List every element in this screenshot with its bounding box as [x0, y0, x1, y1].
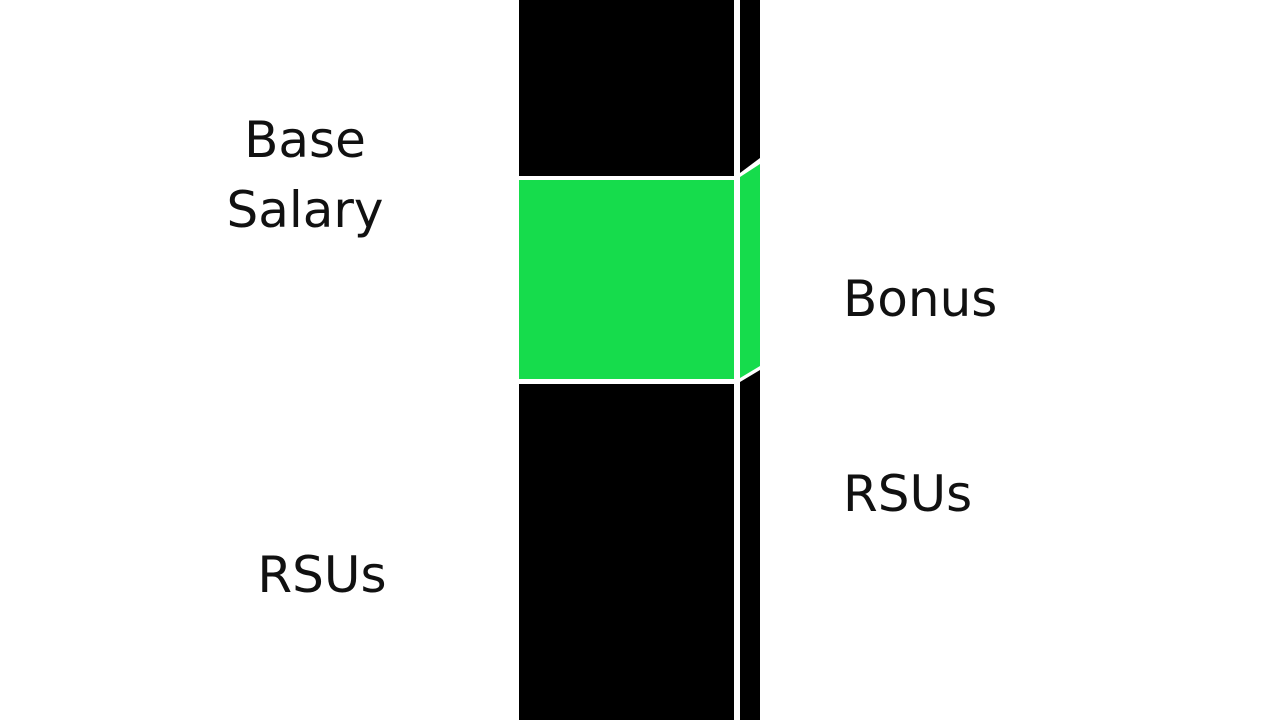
label-base-salary-line1: Base: [244, 111, 366, 169]
label-rsus-right: RSUs: [843, 465, 973, 523]
label-bonus: Bonus: [843, 270, 998, 328]
label-base-salary: Base Salary: [205, 105, 405, 245]
label-base-salary-line2: Salary: [226, 181, 384, 239]
segment-bonus: [519, 164, 760, 379]
segment-base-salary: [519, 0, 760, 176]
segment-rsus: [519, 370, 760, 720]
label-rsus-left: RSUs: [257, 546, 387, 604]
